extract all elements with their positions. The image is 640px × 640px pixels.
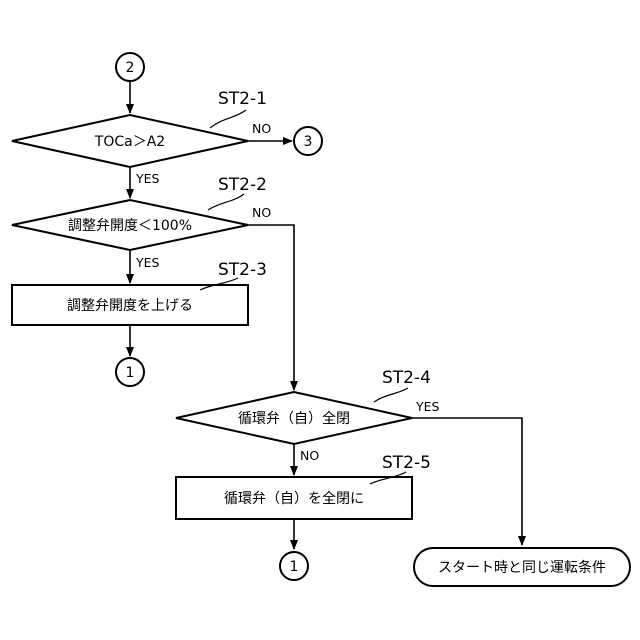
svg-text:循環弁（自）を全閉に: 循環弁（自）を全閉に xyxy=(224,490,364,507)
svg-text:循環弁（自）全閉: 循環弁（自）全閉 xyxy=(238,410,350,427)
step-label-st2-4: ST2-4 xyxy=(382,368,431,388)
svg-text:調整弁開度を上げる: 調整弁開度を上げる xyxy=(67,298,193,314)
branch-st2-1-yes: YES xyxy=(135,171,160,186)
step-label-st2-2: ST2-2 xyxy=(218,175,267,195)
branch-st2-4-yes: YES xyxy=(415,399,440,414)
svg-text:3: 3 xyxy=(304,134,313,150)
step-label-st2-3: ST2-3 xyxy=(218,260,267,280)
svg-text:スタート時と同じ運転条件: スタート時と同じ運転条件 xyxy=(438,559,606,576)
edge-st2-4-yes xyxy=(412,418,522,545)
svg-text:2: 2 xyxy=(126,60,135,76)
connector-exit-left: 1 xyxy=(116,358,144,386)
leader-st2-2 xyxy=(208,194,244,210)
connector-exit-right: 1 xyxy=(280,552,308,580)
process-st2-3: 調整弁開度を上げる xyxy=(12,285,248,325)
edge-st2-2-no xyxy=(248,225,294,390)
branch-st2-4-no: NO xyxy=(300,448,319,463)
svg-text:調整弁開度＜100%: 調整弁開度＜100% xyxy=(68,218,192,234)
connector-three: 3 xyxy=(294,127,322,155)
step-label-st2-5: ST2-5 xyxy=(382,453,431,473)
connector-entry: 2 xyxy=(116,53,144,81)
branch-st2-1-no: NO xyxy=(252,121,271,136)
process-st2-5: 循環弁（自）を全閉に xyxy=(176,477,412,519)
decision-st2-1: TOCa＞A2 xyxy=(12,115,248,167)
terminal-start-conditions: スタート時と同じ運転条件 xyxy=(414,548,630,586)
branch-st2-2-no: NO xyxy=(252,205,271,220)
step-label-st2-1: ST2-1 xyxy=(218,89,267,109)
leader-st2-4 xyxy=(374,388,408,402)
svg-text:TOCa＞A2: TOCa＞A2 xyxy=(94,134,165,150)
svg-text:1: 1 xyxy=(290,559,299,575)
branch-st2-2-yes: YES xyxy=(135,255,160,270)
svg-text:1: 1 xyxy=(126,365,135,381)
leader-st2-1 xyxy=(210,110,246,128)
